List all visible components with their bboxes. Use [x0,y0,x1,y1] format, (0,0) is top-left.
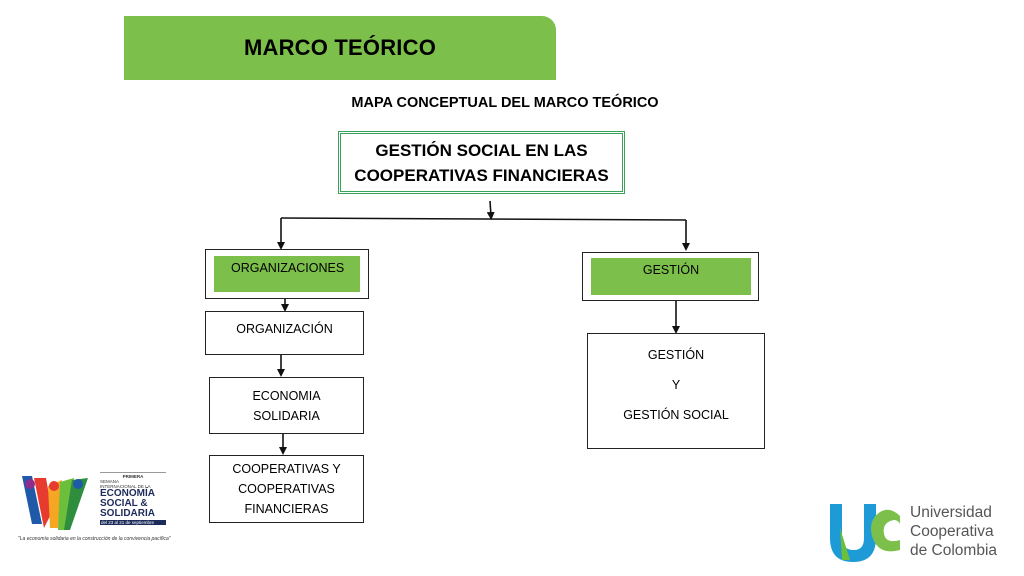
gestion-social-node: GESTIÓN Y GESTIÓN SOCIAL [587,333,765,449]
event-line-3: ECONOMÍA [100,488,155,499]
economia-line-2: SOLIDARIA [253,408,320,423]
university-logo: Universidad Cooperativa de Colombia [828,496,1014,566]
root-node: GESTIÓN SOCIAL EN LAS COOPERATIVAS FINAN… [338,131,625,194]
university-line-2: Cooperativa [910,523,994,540]
organizaciones-fill: ORGANIZACIONES [214,256,360,292]
event-line-5: SOLIDARIA [100,508,155,519]
event-emblem-icon [22,476,88,530]
event-dates: del 23 al 21 de septiembre [100,520,166,525]
economia-line-1: ECONOMIA [252,388,321,403]
event-line-1: SEMANA [100,479,120,484]
gestion-header-label: GESTIÓN [642,263,700,277]
horizontal-bar [280,217,687,221]
organizacion-label: ORGANIZACIÓN [236,321,333,336]
gestion-fill: GESTIÓN [591,258,751,295]
university-line-1: Universidad [910,504,992,521]
gestion-line-2: Y [671,378,681,392]
root-line-1: GESTIÓN SOCIAL EN LAS [375,140,588,160]
cooperativas-line-1: COOPERATIVAS Y [232,462,341,476]
title-banner: MARCO TEÓRICO [124,16,556,80]
root-down-arrow [486,200,495,220]
organizaciones-node: ORGANIZACIONES [205,249,369,299]
event-small: PRIMERA [100,472,166,479]
gestion-line-1: GESTIÓN [647,348,705,362]
page-title: MARCO TEÓRICO [243,35,437,60]
gestion-header-node: GESTIÓN [582,252,759,301]
diagram-subtitle: MAPA CONCEPTUAL DEL MARCO TEÓRICO [351,95,659,111]
organizacion-node: ORGANIZACIÓN [205,311,364,355]
root-line-2: COOPERATIVAS FINANCIERAS [354,165,609,185]
cooperativas-line-2: COOPERATIVAS [238,482,335,496]
university-emblem-icon [830,504,900,562]
event-logo: PRIMERA SEMANA INTERNACIONAL DE LA ECONO… [16,470,171,546]
university-line-3: de Colombia [910,542,998,559]
economia-solidaria-node: ECONOMIA SOLIDARIA [209,377,364,434]
cooperativas-node: COOPERATIVAS Y COOPERATIVAS FINANCIERAS [209,455,364,523]
cooperativas-line-3: FINANCIERAS [244,502,329,516]
organizaciones-label: ORGANIZACIONES [231,261,345,275]
event-motto: "La economía solidaria en la construcció… [18,536,171,542]
gestion-line-3: GESTIÓN SOCIAL [623,408,729,422]
event-line-2: INTERNACIONAL DE LA [100,484,151,489]
event-line-4: SOCIAL & [100,498,148,509]
